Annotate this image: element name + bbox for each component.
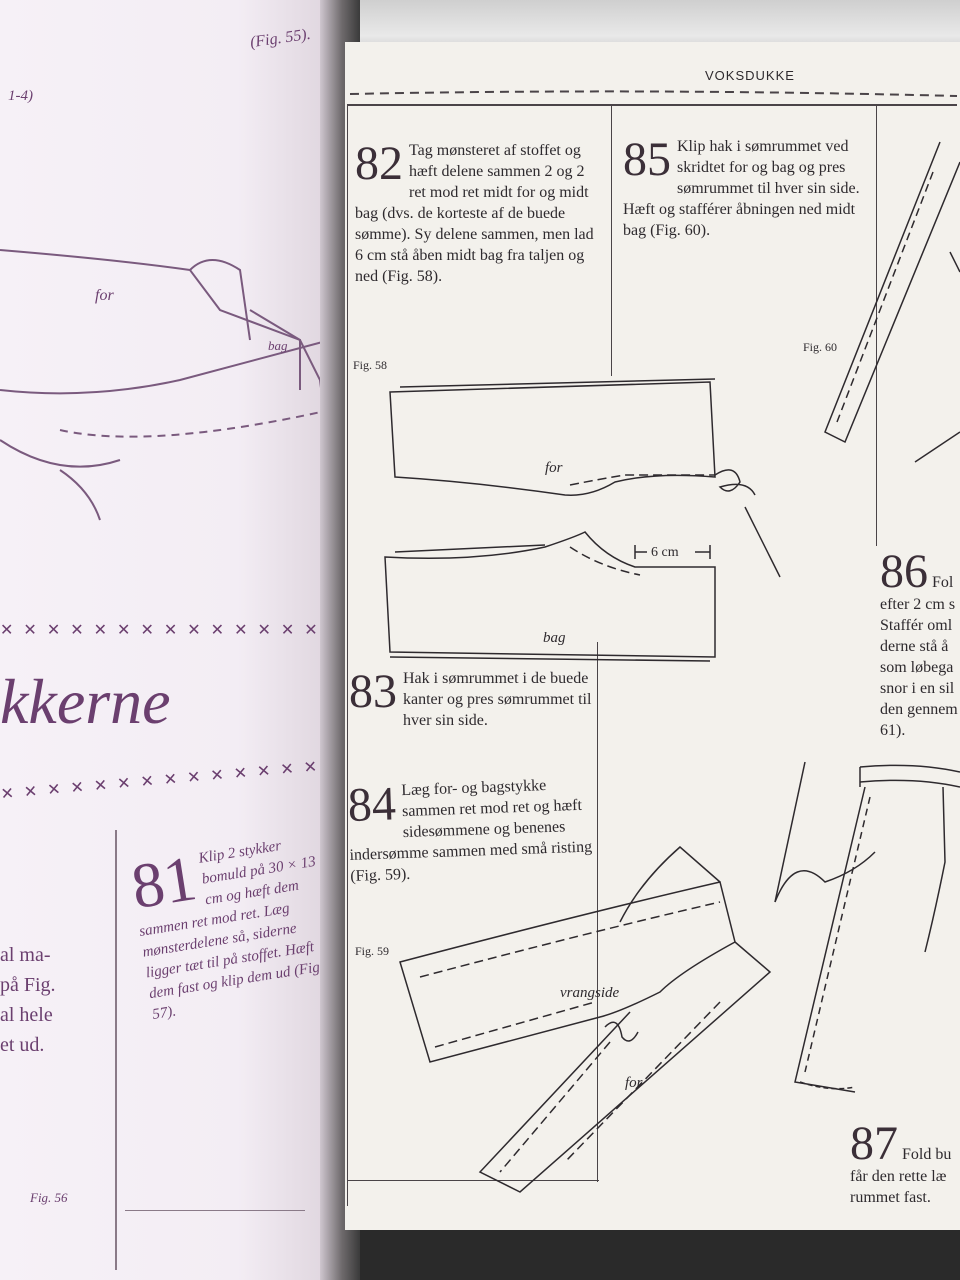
step-83-text: Hak i sømrummet i de buede kanter og pre… bbox=[403, 670, 592, 729]
running-header: VOKSDUKKE bbox=[705, 68, 795, 83]
step-81-number: 81 bbox=[126, 842, 202, 923]
left-bottom-caption: Fig. 56 bbox=[30, 1190, 68, 1205]
column-rule-upper bbox=[611, 106, 612, 376]
step-86-line: 61). bbox=[880, 722, 906, 739]
left-fig-label-bag: bag bbox=[268, 338, 288, 353]
fig-60-caption: Fig. 60 bbox=[803, 340, 838, 354]
step-86-line: Staffér oml bbox=[880, 617, 953, 634]
step-87-line: får den rette læ bbox=[850, 1168, 947, 1185]
step-86-line: Fol bbox=[932, 574, 954, 591]
step-87-line: Fold bu bbox=[902, 1146, 952, 1163]
fig-59-caption: Fig. 59 bbox=[355, 944, 390, 958]
fig-59-label-vrangside: vrangside bbox=[560, 985, 620, 1001]
chapter-heading: kkerne bbox=[0, 666, 171, 737]
fig-58-drawing: for bag 6 cm bbox=[384, 378, 781, 662]
fig-59-label-for: for bbox=[625, 1075, 643, 1091]
left-side-fragments: al ma- på Fig. al hele et ud. bbox=[0, 940, 105, 1060]
cross-stitch-divider-bottom: ✕ ✕ ✕ ✕ ✕ ✕ ✕ ✕ ✕ ✕ ✕ ✕ ✕ ✕ bbox=[0, 758, 321, 804]
fig-60-drawing bbox=[824, 141, 960, 463]
fig-58-label-for: for bbox=[545, 460, 563, 476]
step-86-line: efter 2 cm s bbox=[880, 596, 956, 613]
step-82: 82 Tag mønsteret af stoffet og hæft dele… bbox=[355, 140, 605, 287]
right-page: VOKSDUKKE 82 Tag mønsteret af stoffet og… bbox=[345, 42, 960, 1230]
step-85: 85 Klip hak i sømrummet ved skridtet for… bbox=[623, 136, 868, 241]
fig-58-measure-bg bbox=[647, 542, 695, 560]
fig-58-measure-label: 6 cm bbox=[651, 545, 679, 560]
left-page: (Fig. 55). 1-4) for bag ✕ ✕ ✕ ✕ ✕ ✕ ✕ ✕ … bbox=[0, 0, 340, 1280]
page-bottom-rule bbox=[347, 1180, 599, 1181]
step-84-number: 84 bbox=[346, 777, 397, 832]
fig-59-drawing: vrangside for bbox=[399, 846, 772, 1193]
cross-stitch-divider-top: ✕ ✕ ✕ ✕ ✕ ✕ ✕ ✕ ✕ ✕ ✕ ✕ ✕ ✕ ✕ bbox=[0, 622, 340, 639]
left-fragment-1: (Fig. 55). bbox=[249, 25, 312, 52]
step-86-line: snor i en sil bbox=[880, 680, 955, 697]
left-bottom-rule bbox=[125, 1210, 305, 1211]
fig-58-label-bag: bag bbox=[543, 630, 566, 646]
step-86-line: derne stå å bbox=[880, 638, 949, 655]
step-82-number: 82 bbox=[355, 137, 403, 190]
step-86-line: den gennem bbox=[880, 701, 958, 718]
step-83: 83 Hak i sømrummet i de buede kanter og … bbox=[349, 668, 594, 731]
step-85-text: Klip hak i sømrummet ved skridtet for og… bbox=[623, 138, 860, 239]
step-86-number: 86 bbox=[880, 550, 928, 598]
column-rule-right bbox=[876, 106, 877, 546]
step-86-line: som løbega bbox=[880, 659, 954, 676]
fig-61-drawing bbox=[774, 761, 960, 1093]
fig-58-caption: Fig. 58 bbox=[353, 358, 388, 372]
step-82-text: Tag mønsteret af stoffet og hæft delene … bbox=[355, 142, 594, 285]
step-81: 81 Klip 2 stykker bomuld på 30 × 13 cm o… bbox=[126, 830, 340, 1026]
left-side-fragment: al hele bbox=[0, 1004, 53, 1026]
left-figure-drawing: for bag bbox=[0, 249, 331, 521]
left-side-fragment: et ud. bbox=[0, 1034, 45, 1056]
header-solid-rule bbox=[347, 104, 957, 106]
step-83-number: 83 bbox=[349, 665, 397, 718]
step-85-number: 85 bbox=[623, 133, 671, 186]
left-side-fragment: al ma- bbox=[0, 944, 51, 966]
step-87-line: rummet fast. bbox=[850, 1189, 931, 1206]
left-column-rule bbox=[115, 830, 117, 1270]
step-87-number: 87 bbox=[850, 1122, 898, 1170]
page-left-rule bbox=[347, 106, 348, 1206]
left-fragment-2: 1-4) bbox=[8, 88, 33, 104]
left-side-fragment: på Fig. bbox=[0, 974, 56, 996]
header-dashed-rule bbox=[349, 90, 958, 97]
left-fig-label-for: for bbox=[95, 287, 114, 304]
